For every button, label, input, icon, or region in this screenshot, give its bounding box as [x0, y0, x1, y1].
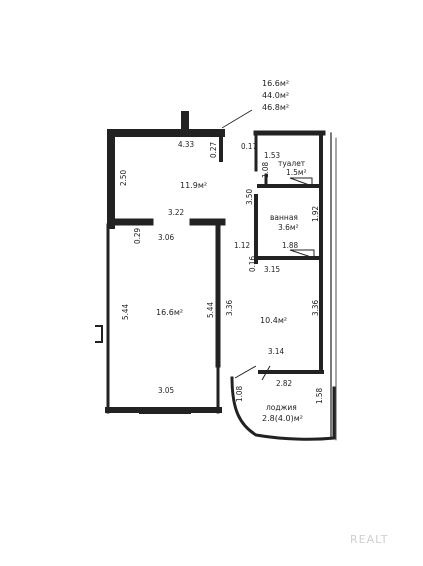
dim-living-height-right: 5.44 [206, 302, 215, 318]
dim-hall-height-right: 3.36 [311, 300, 320, 316]
left-outer-bump [95, 325, 103, 343]
toilet-fixture [289, 177, 313, 187]
door-swing-loggia [261, 365, 271, 381]
dim-hall-width-top: 3.15 [264, 265, 280, 274]
loggia-label: лоджия [266, 403, 297, 412]
dim-hall-height-left: 3.36 [225, 300, 234, 316]
dim-hall-width-bottom: 3.14 [268, 347, 284, 356]
fixtures [221, 109, 315, 381]
toilet-area-label: 1.5м² [286, 168, 307, 177]
dim-living-width-top: 3.06 [158, 233, 174, 242]
dim-loggia-right: 1.58 [315, 388, 324, 404]
dim-partition-thickness: 0.29 [133, 228, 142, 244]
dim-bath-gap: 1.12 [234, 241, 250, 250]
living-area-text: 16.6м² [262, 79, 289, 88]
kitchen-area-label: 11.9м² [180, 181, 207, 190]
dim-kitchen-width-top: 4.33 [178, 140, 194, 149]
dim-toilet-wall: 0.17 [241, 142, 257, 151]
hall-area-label: 10.4м² [260, 316, 287, 325]
vent-block [181, 111, 189, 131]
dim-living-height-left: 5.44 [121, 304, 130, 320]
dim-kitchen-wall-right: 0.27 [209, 142, 218, 158]
loggia-area-label: 2.8(4.0)м² [262, 414, 303, 423]
dim-kitchen-width-bottom: 3.22 [168, 208, 184, 217]
total-with-loggia-text: 46.8м² [262, 103, 289, 112]
walls [95, 111, 337, 441]
dim-bath-wall: 0.16 [248, 256, 257, 272]
dim-bath-width: 1.88 [282, 241, 298, 250]
living-room-area-label: 16.6м² [156, 308, 183, 317]
watermark-logo: REALT [350, 533, 388, 546]
loggia-outline [230, 376, 336, 441]
dim-bath-height: 1.92 [311, 206, 320, 222]
dim-living-width-bottom: 3.05 [158, 386, 174, 395]
dim-kitchen-height-left: 2.50 [119, 170, 128, 186]
dim-toilet-height: 1.08 [261, 162, 270, 178]
roof-line [221, 109, 253, 129]
dim-corridor-height: 3.50 [245, 189, 254, 205]
door-swing-hall [234, 365, 257, 379]
toilet-label: туалет [278, 159, 306, 168]
total-area-text: 44.0м² [262, 91, 289, 100]
bathroom-area-label: 3.6м² [278, 223, 299, 232]
dim-loggia-left: 1.08 [235, 386, 244, 402]
dim-toilet-width: 1.53 [264, 151, 280, 160]
bathroom-label: ванная [270, 213, 298, 222]
dim-loggia-width: 2.82 [276, 379, 292, 388]
bath-fixture [289, 249, 315, 259]
